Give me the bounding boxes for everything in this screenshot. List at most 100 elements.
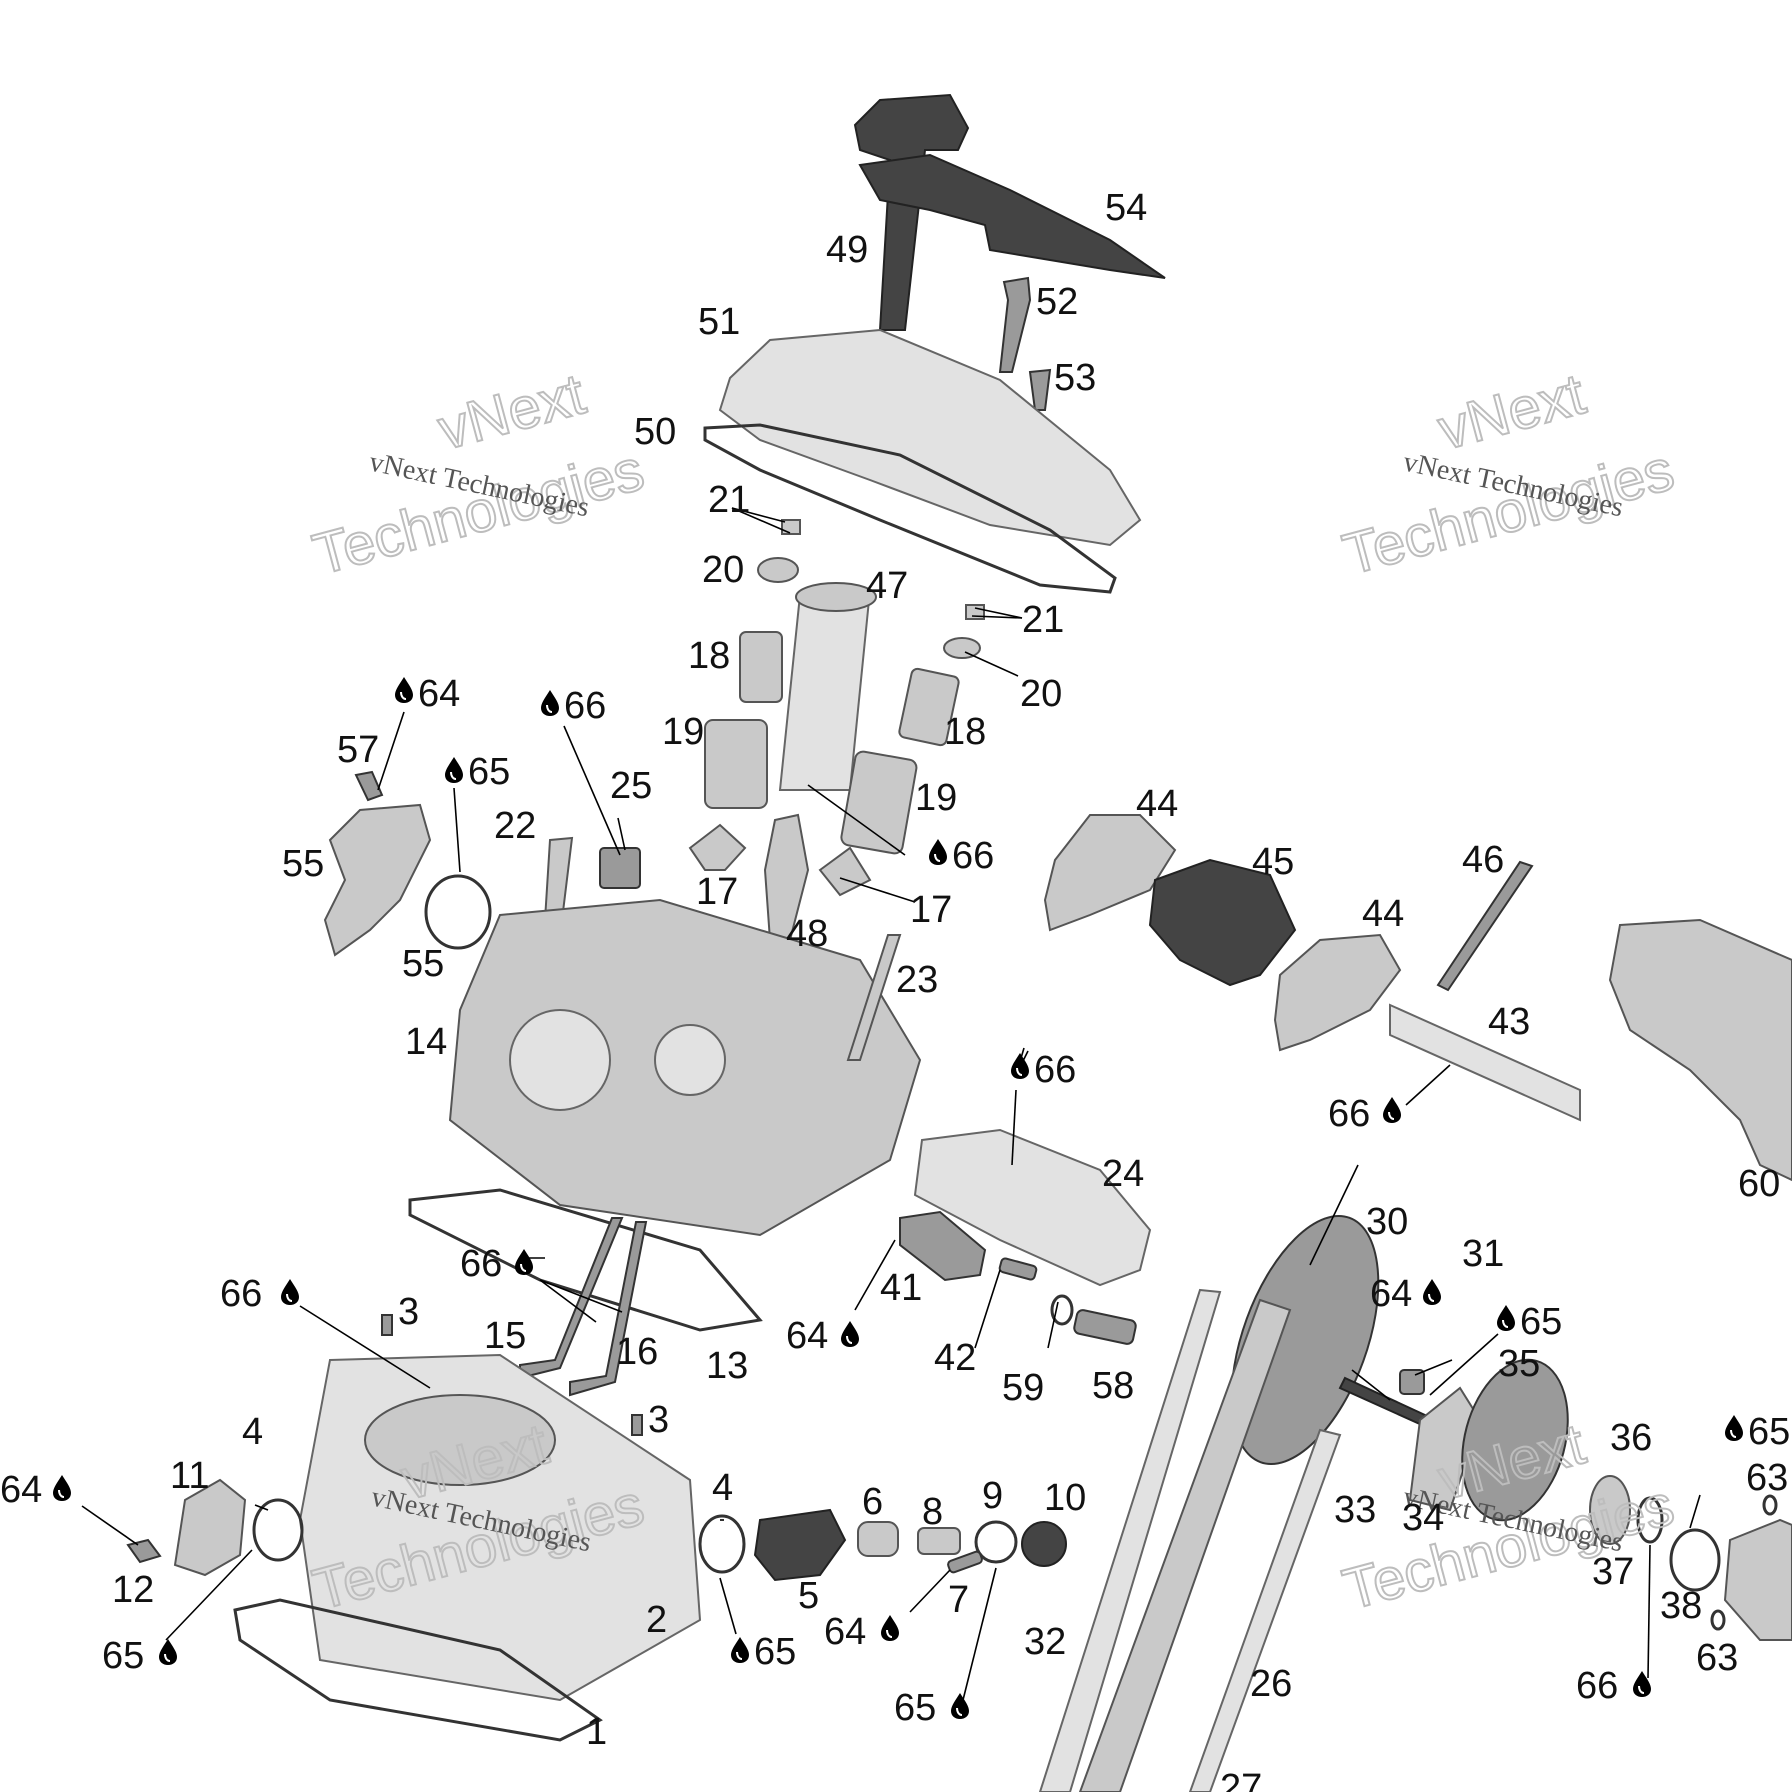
oil-drop-icon — [158, 1638, 178, 1666]
callout-65a: 65 — [468, 751, 510, 793]
callout-36: 36 — [1610, 1417, 1652, 1459]
part-58-plug — [1073, 1309, 1137, 1345]
part-20-retainer-right — [943, 637, 981, 659]
callout-25: 25 — [610, 765, 652, 807]
callout-35: 35 — [1498, 1343, 1540, 1385]
callout-55b: 55 — [402, 943, 444, 985]
watermark-top-right: vNext Technologies vNext Technologies — [1336, 360, 1682, 588]
callout-44a: 44 — [1136, 783, 1178, 825]
callout-66d-group: 66 — [1328, 1093, 1402, 1135]
part-51-valve-cover — [718, 328, 1142, 547]
callout-65e-group: 65 — [730, 1631, 796, 1673]
part-shapes — [126, 93, 1792, 1792]
part-13-head-gasket — [408, 1188, 763, 1332]
watermark-line1: vNext — [1432, 361, 1592, 462]
part-25-lifter — [599, 847, 641, 889]
callout-6: 6 — [862, 1481, 883, 1523]
callout-64d-group: 64 — [0, 1469, 72, 1511]
callout-43: 43 — [1488, 1001, 1530, 1043]
callout-66d: 66 — [1328, 1093, 1370, 1135]
callout-42: 42 — [934, 1337, 976, 1379]
callout-66c-group: 66 — [1010, 1049, 1076, 1091]
callout-65a-group: 65 — [444, 751, 510, 793]
part-41-tensioner — [899, 1210, 987, 1282]
callout-65f: 65 — [894, 1687, 936, 1729]
part-20-retainer-top — [757, 557, 799, 583]
part-14-port-right — [654, 1024, 726, 1096]
watermark-line2: Technologies — [307, 437, 651, 587]
callout-34: 34 — [1402, 1497, 1444, 1539]
callout-10: 10 — [1044, 1477, 1086, 1519]
oil-drop-icon — [1724, 1414, 1744, 1442]
part-pump-body — [1723, 1518, 1792, 1641]
callout-21b: 21 — [1022, 599, 1064, 641]
callout-33: 33 — [1334, 1489, 1376, 1531]
part-23-stud — [846, 934, 902, 1061]
callout-54: 54 — [1105, 187, 1147, 229]
callout-16: 16 — [616, 1331, 658, 1373]
part-18-spring-left — [739, 631, 783, 703]
callout-59: 59 — [1002, 1367, 1044, 1409]
oil-drop-icon — [280, 1278, 300, 1306]
callout-66g: 66 — [1576, 1665, 1618, 1707]
callout-64e-group: 64 — [824, 1611, 900, 1653]
callout-14: 14 — [405, 1021, 447, 1063]
callout-7: 7 — [948, 1579, 969, 1621]
callout-64e: 64 — [824, 1611, 866, 1653]
callout-3a: 3 — [398, 1291, 419, 1333]
callout-30: 30 — [1366, 1201, 1408, 1243]
callout-22: 22 — [494, 805, 536, 847]
callouts: 54 49 52 51 53 50 21 20 47 21 18 20 64 6… — [0, 187, 1790, 1792]
callout-60: 60 — [1738, 1163, 1780, 1205]
part-52-bolt — [998, 276, 1032, 373]
oil-drop-icon — [928, 838, 948, 866]
callout-15: 15 — [484, 1315, 526, 1357]
callout-20a: 20 — [702, 549, 744, 591]
callout-65d: 65 — [102, 1635, 144, 1677]
part-44-rocker-right — [1273, 933, 1402, 1052]
callout-2: 2 — [646, 1599, 667, 1641]
callout-64b: 64 — [1370, 1273, 1412, 1315]
watermark-line1: vNext — [432, 361, 592, 462]
callout-65c: 65 — [1748, 1411, 1790, 1453]
part-57-bolt — [354, 770, 384, 802]
watermark-line2: Technologies — [1337, 437, 1681, 587]
callout-17b: 17 — [910, 889, 952, 931]
callout-9: 9 — [982, 1475, 1003, 1517]
callout-64c: 64 — [786, 1315, 828, 1357]
part-19-spring-left — [704, 719, 768, 809]
callout-46: 46 — [1462, 839, 1504, 881]
part-17-seal-right — [818, 846, 872, 897]
callout-65f-group: 65 — [894, 1687, 970, 1729]
part-55-housing — [323, 803, 432, 957]
callout-66a-group: 66 — [540, 685, 606, 727]
callout-65b: 65 — [1520, 1301, 1562, 1343]
callout-53: 53 — [1054, 357, 1096, 399]
callout-41: 41 — [880, 1267, 922, 1309]
callout-55a: 55 — [282, 843, 324, 885]
part-63-ring-bottom — [1710, 1609, 1726, 1631]
part-10-cap — [1021, 1521, 1067, 1567]
part-24-camshaft — [913, 1128, 1152, 1287]
callout-66g-group: 66 — [1576, 1665, 1652, 1707]
part-37-seal — [1636, 1496, 1664, 1544]
callout-37: 37 — [1592, 1551, 1634, 1593]
callout-18b: 18 — [944, 711, 986, 753]
part-54-shield — [858, 153, 1166, 279]
oil-drop-icon — [444, 756, 464, 784]
callout-3b: 3 — [648, 1399, 669, 1441]
callout-4b: 4 — [712, 1467, 733, 1509]
part-14-port-left — [509, 1009, 611, 1111]
callout-66e: 66 — [460, 1243, 502, 1285]
part-1-base-gasket — [233, 1598, 603, 1742]
part-6-plug — [857, 1521, 899, 1557]
part-15-valve — [519, 1217, 624, 1380]
callout-57: 57 — [337, 729, 379, 771]
oil-drop-icon — [540, 689, 560, 717]
callout-26: 26 — [1250, 1663, 1292, 1705]
oil-drop-icon — [1422, 1278, 1442, 1306]
part-30-sprocket — [1230, 1215, 1380, 1465]
part-44-rocker-left — [1043, 814, 1177, 932]
part-17-seal-left — [688, 823, 747, 871]
